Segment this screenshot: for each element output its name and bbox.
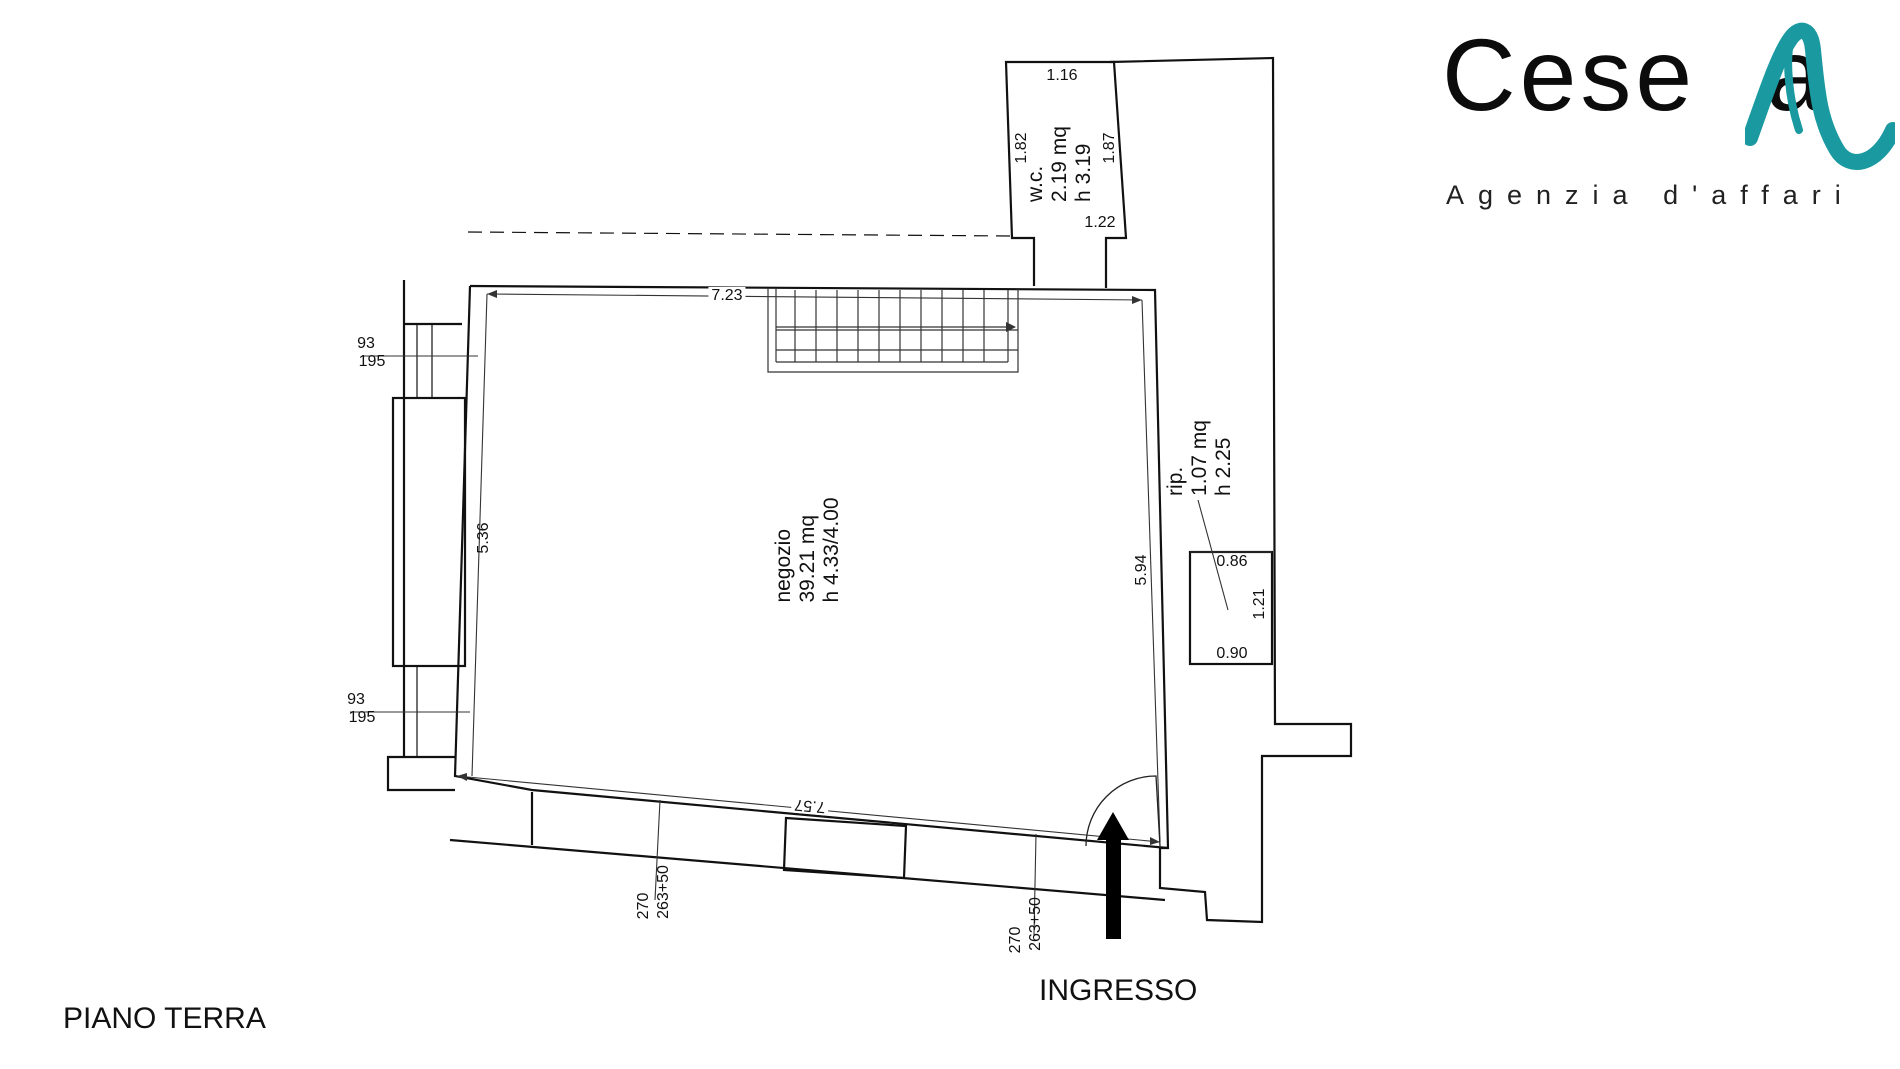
- room-area: 39.21 mq: [796, 514, 819, 603]
- dim-negozio-bottom: 7.57: [790, 794, 830, 816]
- teal-wave-n-logo-icon: [1745, 22, 1895, 170]
- dim-door-left-b: 263+50: [655, 865, 672, 919]
- floor-label: PIANO TERRA: [63, 1002, 266, 1035]
- dim-rip-top: 0.86: [1216, 553, 1248, 570]
- left-pier: [391, 396, 467, 668]
- left-facade: [386, 280, 462, 792]
- dim-door-right-b: 263+50: [1027, 897, 1044, 951]
- room-label-rip: rip. 1.07 mq h 2.25: [1164, 420, 1236, 496]
- room-area: 2.19 mq: [1048, 126, 1071, 202]
- dim-wc-right: 1.87: [1101, 132, 1118, 164]
- dim-rip-side: 1.21: [1251, 588, 1268, 620]
- dim-wc-top: 1.16: [1046, 67, 1078, 84]
- dim-door-right-a: 270: [1007, 926, 1024, 954]
- staircase: [767, 288, 1019, 373]
- room-name: rip.: [1164, 466, 1187, 496]
- wc-wall: [1004, 60, 1128, 288]
- dim-wc-left: 1.82: [1013, 132, 1030, 164]
- front-pier-middle: [782, 816, 908, 880]
- dim-window-lower-b: 195: [348, 709, 376, 726]
- room-height: h 4.33/4.00: [820, 497, 843, 603]
- dim-negozio-right: 5.94: [1133, 554, 1150, 586]
- entrance-arrow-icon: [1097, 812, 1129, 939]
- stair-arrow: [1006, 322, 1016, 332]
- dim-window-upper-a: 93: [357, 335, 375, 352]
- dim-window-upper-b: 195: [358, 353, 386, 370]
- shop-inner-wall: [453, 285, 1169, 850]
- room-height: h 3.19: [1072, 143, 1095, 202]
- brand-subtitle: Agenzia d'affari: [1446, 180, 1855, 210]
- front-facade: [449, 838, 1166, 902]
- room-label-wc: w.c. 2.19 mq h 3.19: [1024, 126, 1096, 202]
- room-area: 1.07 mq: [1188, 420, 1211, 496]
- dim-window-lower-a: 93: [347, 691, 365, 708]
- dim-negozio-top: 7.23: [708, 287, 746, 305]
- room-height: h 2.25: [1212, 437, 1235, 496]
- dim-rip-bottom: 0.90: [1216, 645, 1248, 662]
- dim-negozio-left: 5.36: [475, 522, 492, 554]
- room-label-negozio: negozio 39.21 mq h 4.33/4.00: [772, 497, 844, 602]
- door-swing: [1085, 775, 1161, 847]
- entrance-label: INGRESSO: [1039, 974, 1198, 1007]
- brand-name-prefix: Cese: [1442, 18, 1697, 132]
- dim-wc-bottom: 1.22: [1084, 214, 1116, 231]
- room-name: negozio: [772, 528, 795, 603]
- dim-door-left-a: 270: [635, 892, 652, 920]
- dashed-line: [467, 231, 1013, 237]
